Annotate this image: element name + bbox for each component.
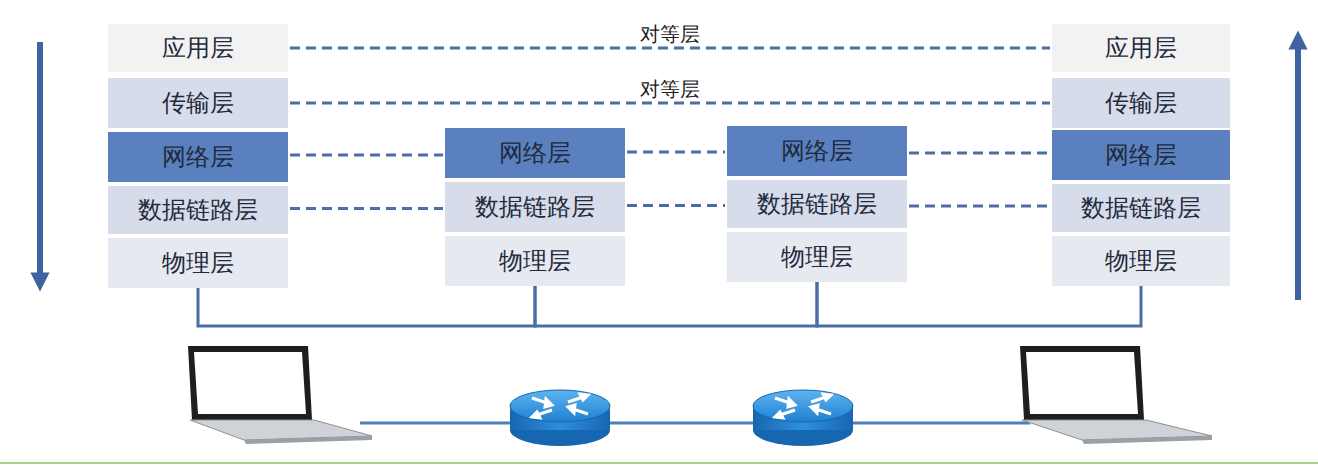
layer-name: 网络层	[499, 139, 571, 168]
layer-name: 传输层	[1105, 89, 1177, 118]
laptop-icon	[188, 346, 372, 444]
peer-link	[627, 204, 725, 207]
network-layer-box: 网络层	[727, 126, 907, 176]
physical-link	[198, 286, 535, 326]
peer-link	[290, 102, 1050, 105]
layer-name: 网络层	[162, 143, 234, 172]
layer-name: 物理层	[499, 247, 571, 276]
physical-link	[817, 282, 1141, 326]
up-arrow	[1295, 40, 1301, 300]
layer-name: 网络层	[1105, 141, 1177, 170]
physical-layer-box: 物理层	[727, 232, 907, 282]
layer-name: 传输层	[162, 89, 234, 118]
layer-name: 网络层	[781, 137, 853, 166]
layer-name: 应用层	[162, 34, 234, 63]
network-layer-box: 网络层	[445, 128, 625, 178]
transport-layer-box: 传输层	[1052, 78, 1230, 128]
network-layer-box: 网络层	[1052, 130, 1230, 180]
peer-link	[290, 47, 1050, 50]
datalink-layer-box: 数据链路层	[445, 182, 625, 232]
layer-name: 物理层	[781, 243, 853, 272]
peer-link	[290, 154, 443, 157]
layer-name: 数据链路层	[138, 196, 258, 225]
physical-link	[535, 282, 817, 326]
layer-name: 数据链路层	[757, 190, 877, 219]
layer-name: 数据链路层	[475, 193, 595, 222]
app-layer-box: 应用层	[108, 24, 288, 72]
edge-label: 对等层	[636, 77, 704, 101]
bottom-rule	[0, 462, 1318, 464]
layer-name: 数据链路层	[1081, 194, 1201, 223]
peer-link	[627, 151, 725, 154]
layer-name: 物理层	[1105, 247, 1177, 276]
physical-layer-box: 物理层	[1052, 236, 1230, 286]
edge-label: 对等层	[636, 22, 704, 46]
datalink-layer-box: 数据链路层	[727, 180, 907, 228]
datalink-layer-box: 数据链路层	[1052, 184, 1230, 232]
network-cable	[360, 422, 1030, 425]
router-icon	[753, 390, 853, 446]
transport-layer-box: 传输层	[108, 78, 288, 128]
peer-link	[909, 205, 1050, 208]
datalink-layer-box: 数据链路层	[108, 186, 288, 234]
router-icon	[510, 390, 610, 446]
peer-link	[290, 207, 443, 210]
physical-layer-box: 物理层	[445, 236, 625, 286]
peer-link	[909, 152, 1050, 155]
layer-name: 物理层	[162, 249, 234, 278]
physical-layer-box: 物理层	[108, 238, 288, 288]
layer-name: 应用层	[1105, 34, 1177, 63]
app-layer-box: 应用层	[1052, 24, 1230, 72]
network-layer-box: 网络层	[108, 132, 288, 182]
laptop-icon	[1020, 346, 1212, 444]
down-arrow	[37, 42, 43, 282]
